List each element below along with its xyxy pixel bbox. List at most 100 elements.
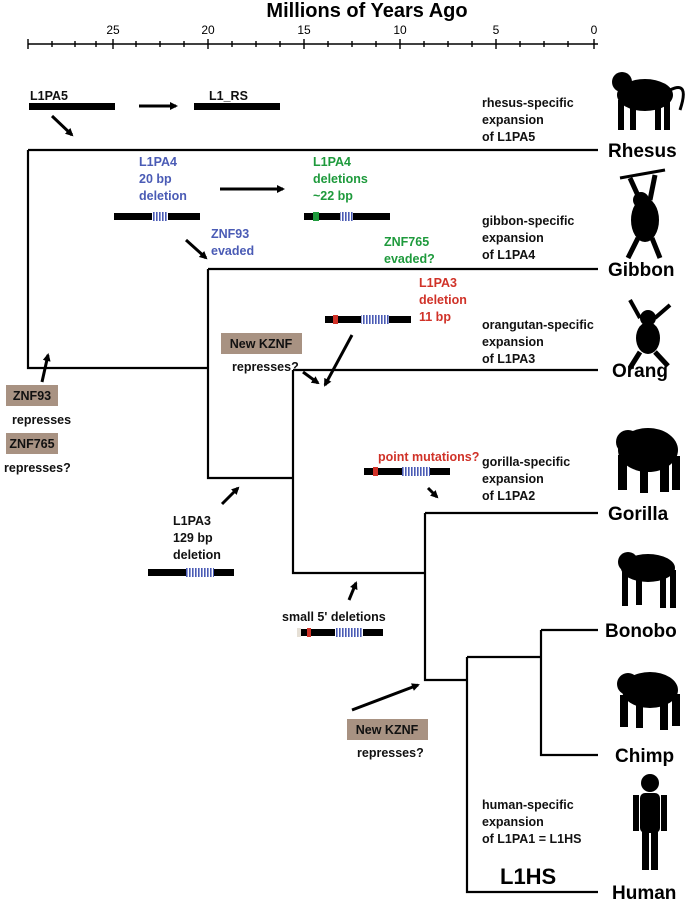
l1pa4-20bp-annotation: L1PA4 20 bp deletion (114, 155, 285, 221)
note-line: deletion (419, 293, 467, 307)
kznf-sub-label: represses? (232, 360, 299, 374)
note-line: of L1PA5 (482, 130, 535, 144)
kznf-sub-label: represses (12, 413, 71, 427)
orang-expansion-note: orangutan-specific expansion of L1PA3 (482, 318, 594, 366)
gorilla-node (423, 513, 467, 682)
kznf-sub-label: represses? (4, 461, 71, 475)
chimp-silhouette-icon (617, 672, 680, 730)
orang-node (291, 370, 425, 575)
note-line: gorilla-specific (482, 455, 570, 469)
note-line: evaded? (384, 252, 435, 266)
pointer-arrow (323, 334, 354, 387)
note-line: of L1PA1 = L1HS (482, 832, 581, 846)
note-line: expansion (482, 335, 544, 349)
gibbon-silhouette-icon (619, 168, 666, 260)
time-axis: Millions of Years Ago 25 20 15 10 5 0 (27, 0, 598, 49)
tick-label: 0 (591, 23, 598, 37)
pointer-arrow (347, 581, 358, 601)
phylogenetic-tree (26, 148, 598, 894)
note-line: L1PA3 (173, 514, 211, 528)
note-line: expansion (482, 231, 544, 245)
tick-label: 25 (106, 23, 120, 37)
pointer-arrow (40, 353, 51, 383)
tick-label: 20 (201, 23, 215, 37)
note-line: human-specific (482, 798, 574, 812)
species-label-bonobo: Bonobo (605, 621, 677, 642)
kznf-box (221, 333, 302, 354)
deletion-region (361, 315, 389, 324)
species-label-human: Human (612, 883, 676, 902)
axis-title: Millions of Years Ago (266, 0, 467, 22)
pointer-arrow (220, 486, 240, 506)
red-deletion-region (307, 628, 311, 637)
kznf-box (6, 385, 58, 406)
bonobo-silhouette-icon (618, 552, 676, 608)
pointer-arrow (50, 114, 74, 137)
l1pa5-label: L1PA5 (30, 89, 68, 103)
silhouettes (612, 72, 685, 870)
note-line: 129 bp (173, 531, 213, 545)
l1pa3-129bp-annotation: L1PA3 129 bp deletion (148, 486, 240, 577)
rhesus-silhouette-icon (612, 72, 685, 130)
orangutan-silhouette-icon (627, 299, 672, 370)
note-line: 20 bp (139, 172, 172, 186)
root-branch (26, 150, 208, 370)
species-labels: Rhesus Gibbon Orang Gorilla Bonobo Chimp… (605, 141, 677, 902)
note-line: expansion (482, 815, 544, 829)
species-label-rhesus: Rhesus (608, 141, 677, 162)
note-line: L1PA4 (139, 155, 177, 169)
note-line: 11 bp (419, 310, 451, 324)
note-line: gibbon-specific (482, 214, 574, 228)
gibbon-node (206, 269, 293, 480)
kznf-box-label: ZNF765 (9, 437, 54, 451)
l1pa5-annotation: L1PA5 L1_RS (29, 89, 280, 137)
deletion-region (186, 568, 214, 577)
l1pa3-11bp-annotation: L1PA3 deletion 11 bp (323, 276, 467, 387)
human-silhouette-icon (633, 774, 667, 870)
note-line: rhesus-specific (482, 96, 574, 110)
deletion-region (335, 628, 363, 637)
note-line: deletion (173, 548, 221, 562)
l1pa4-22bp-annotation: L1PA4 deletions ~22 bp (304, 155, 390, 221)
note-line: L1PA3 (419, 276, 457, 290)
note-line: orangutan-specific (482, 318, 594, 332)
species-label-orang: Orang (612, 361, 668, 382)
red-deletion-region (333, 315, 338, 324)
deletion-region (402, 467, 430, 476)
point-mutations-annotation: point mutations? (364, 450, 479, 499)
rhesus-expansion-note: rhesus-specific expansion of L1PA5 (482, 96, 574, 144)
znf93-represses: ZNF93 represses ZNF765 represses? (4, 353, 71, 475)
note-line: L1PA4 (313, 155, 351, 169)
tick-label: 15 (297, 23, 311, 37)
kznf-box-label: New KZNF (356, 723, 419, 737)
human-node (465, 657, 598, 894)
note-line: ZNF765 (384, 235, 429, 249)
new-kznf-1: New KZNF represses? (221, 333, 320, 385)
deletion-region (340, 212, 353, 221)
new-kznf-2: New KZNF represses? (347, 683, 428, 760)
note-line: ZNF93 (211, 227, 249, 241)
kznf-box (347, 719, 428, 740)
tick-label: 10 (393, 23, 407, 37)
pan-node (539, 628, 598, 757)
species-label-gorilla: Gorilla (608, 504, 669, 525)
truncated-5prime (297, 628, 301, 637)
pointer-arrow (426, 486, 439, 499)
pointer-arrow (302, 370, 320, 385)
note-line: expansion (482, 472, 544, 486)
small-5prime-annotation: small 5' deletions (282, 581, 386, 637)
note-line: expansion (482, 113, 544, 127)
kznf-box-label: ZNF93 (13, 389, 51, 403)
kznf-box-label: New KZNF (230, 337, 293, 351)
gorilla-silhouette-icon (616, 428, 680, 493)
gibbon-expansion-note: gibbon-specific expansion of L1PA4 (482, 214, 574, 262)
tick-label: 5 (493, 23, 500, 37)
species-label-gibbon: Gibbon (608, 260, 674, 281)
note-line: ~22 bp (313, 189, 353, 203)
note-line: evaded (211, 244, 254, 258)
kznf-sub-label: represses? (357, 746, 424, 760)
green-deletion-region (313, 212, 319, 221)
species-label-chimp: Chimp (615, 746, 674, 767)
l1pa5-element-bar (29, 103, 115, 110)
human-expansion-note: human-specific expansion of L1PA1 = L1HS… (482, 798, 581, 889)
